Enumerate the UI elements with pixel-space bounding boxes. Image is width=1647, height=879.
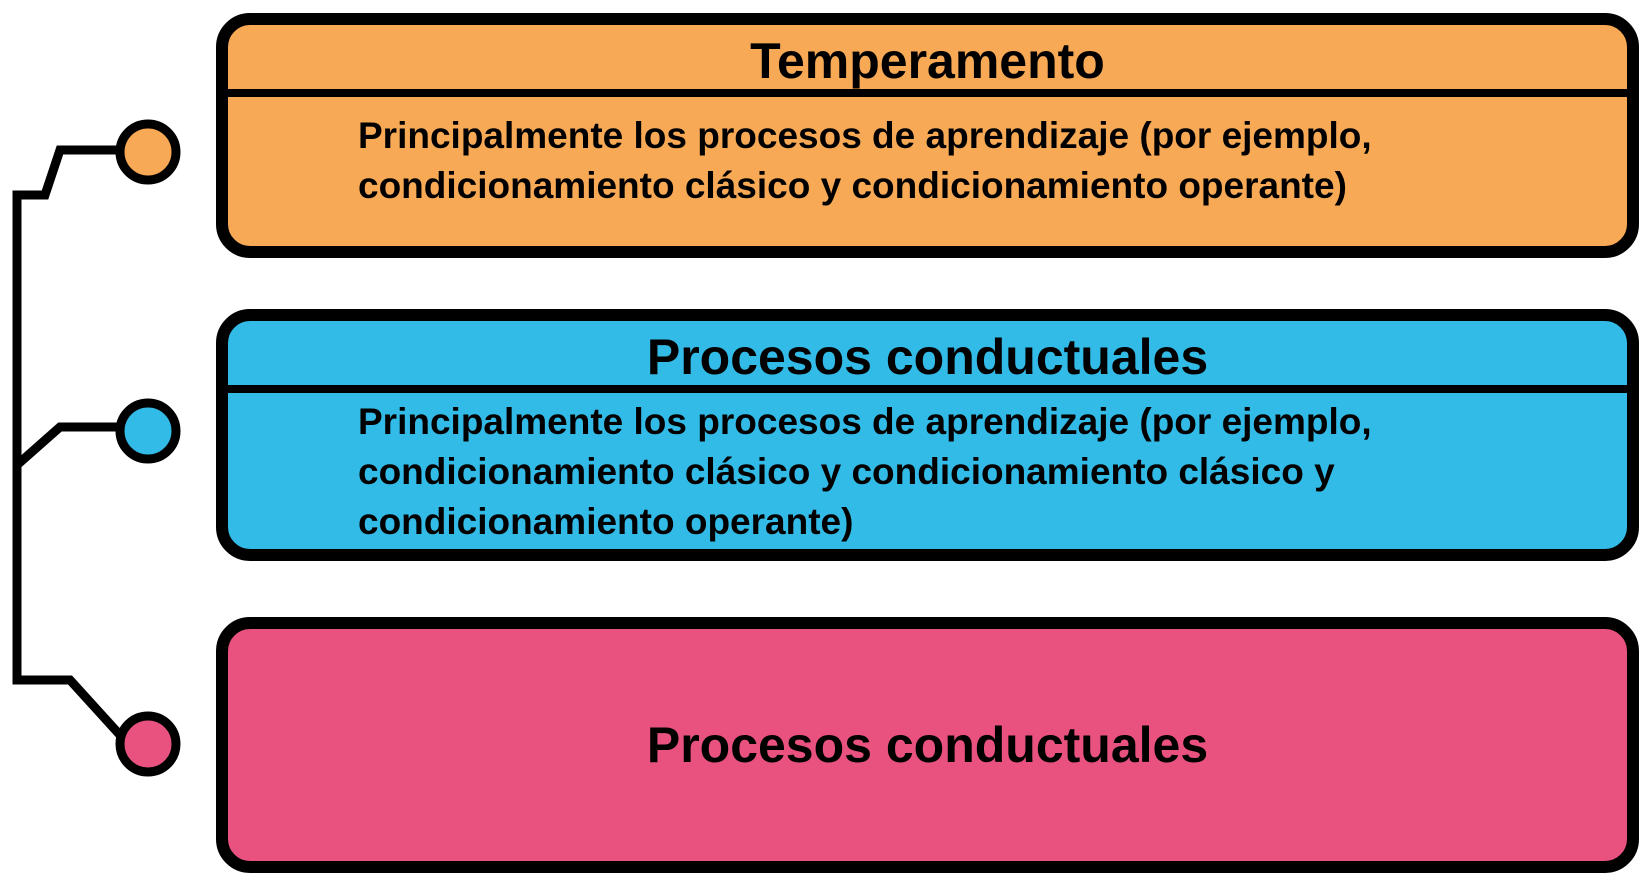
connector-branch-middle [14, 422, 120, 469]
box-temperamento: Temperamento Principalmente los procesos… [216, 13, 1639, 258]
box-title: Procesos conductuales [228, 321, 1627, 393]
box-title: Procesos conductuales [646, 717, 1209, 773]
node-circle-blue [115, 398, 181, 464]
connector-branch-bottom [12, 465, 124, 739]
box-title: Temperamento [228, 25, 1627, 97]
box-procesos-conductuales-1: Procesos conductuales Principalmente los… [216, 309, 1639, 561]
box-procesos-conductuales-2: Procesos conductuales [216, 617, 1639, 873]
box-description: Principalmente los procesos de aprendiza… [358, 115, 1372, 206]
box-description: Principalmente los procesos de aprendiza… [358, 401, 1372, 542]
connector-branch-top [12, 145, 90, 465]
node-circle-pink [115, 711, 181, 777]
node-circle-orange [115, 119, 181, 185]
